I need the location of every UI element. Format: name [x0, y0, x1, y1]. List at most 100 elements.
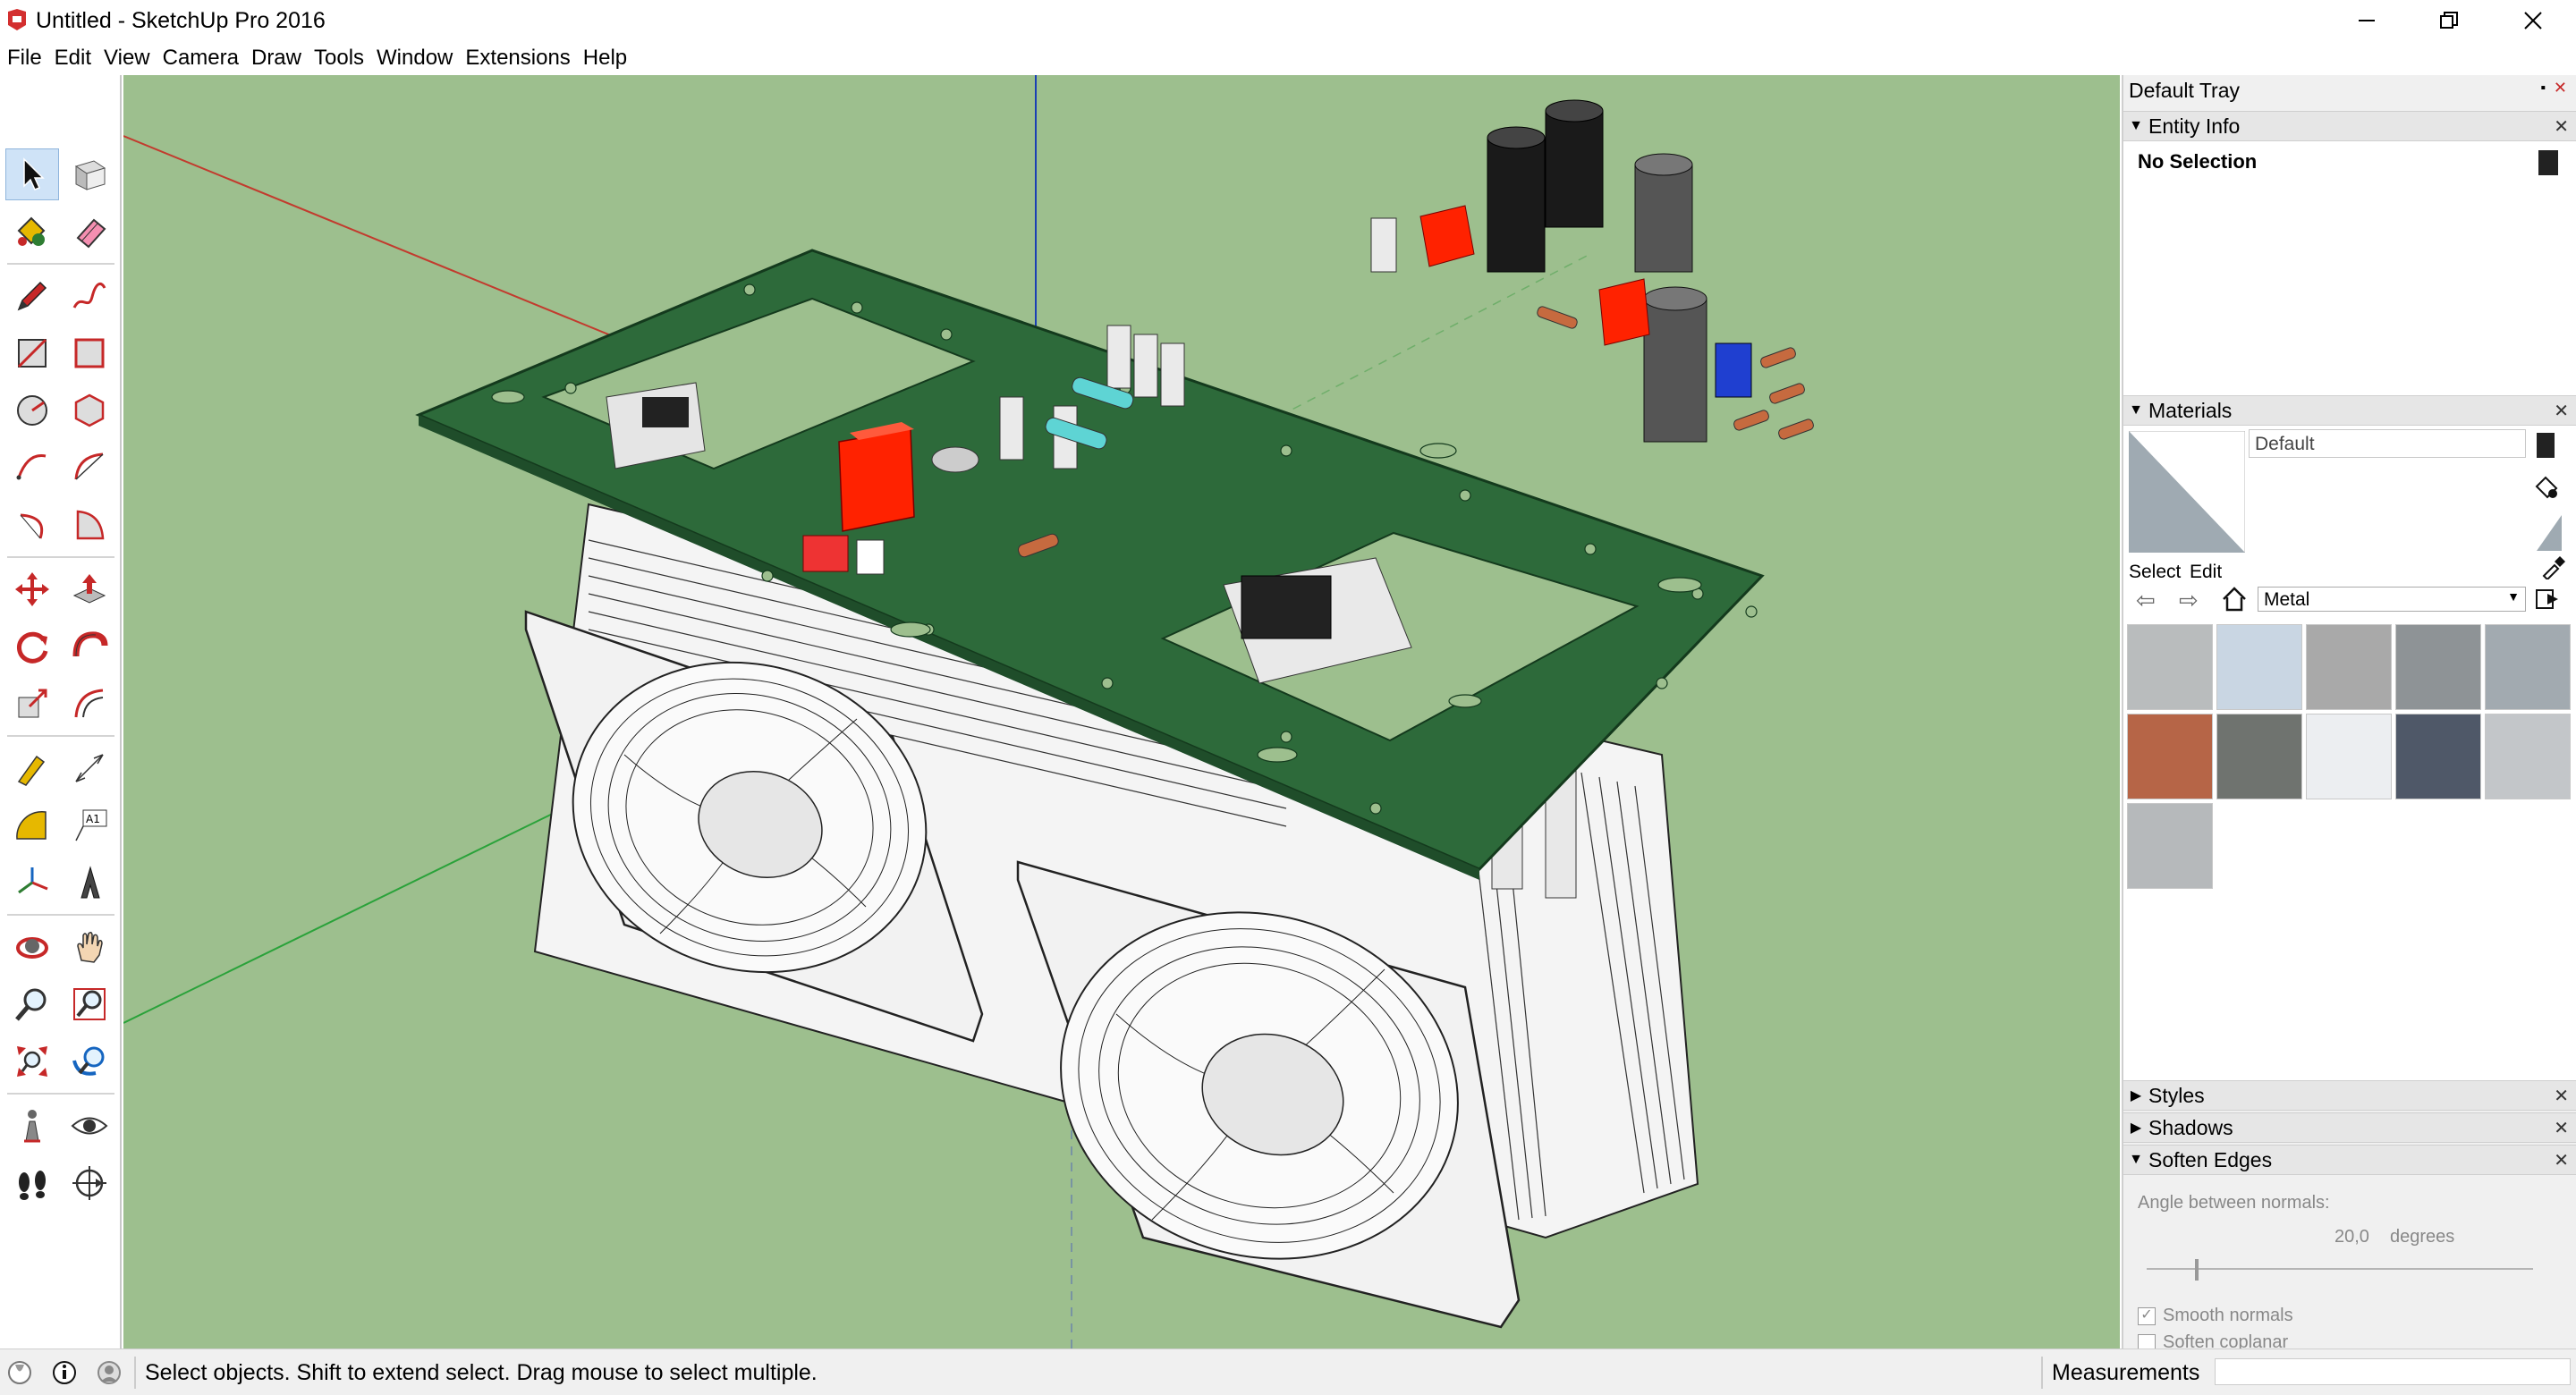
angle-slider-track[interactable]: [2147, 1268, 2533, 1270]
menu-extensions[interactable]: Extensions: [465, 46, 571, 70]
three-point-arc-tool[interactable]: [5, 499, 59, 551]
follow-me-tool[interactable]: [63, 621, 116, 672]
eraser-tool[interactable]: [63, 206, 116, 258]
rotated-rectangle-tool[interactable]: [63, 327, 116, 379]
close-panel-icon[interactable]: ✕: [2554, 1119, 2569, 1138]
offset-tool[interactable]: [63, 678, 116, 730]
materials-header[interactable]: ▼ Materials ✕: [2123, 395, 2576, 426]
menu-help[interactable]: Help: [582, 46, 628, 70]
material-swatch[interactable]: [2306, 714, 2392, 799]
close-panel-icon[interactable]: ✕: [2554, 1086, 2569, 1106]
freehand-tool[interactable]: [63, 270, 116, 322]
library-dropdown[interactable]: Metal ▼: [2258, 587, 2526, 612]
polygon-tool[interactable]: [63, 385, 116, 436]
pin-icon[interactable]: ▪: [2540, 80, 2546, 96]
two-point-arc-tool[interactable]: [63, 442, 116, 494]
arc-tool[interactable]: [5, 442, 59, 494]
menu-view[interactable]: View: [104, 46, 150, 70]
position-camera-tool[interactable]: [5, 1100, 59, 1152]
tab-edit[interactable]: Edit: [2190, 562, 2223, 579]
user-icon[interactable]: [97, 1360, 122, 1390]
entity-info-header[interactable]: ▼ Entity Info ✕: [2123, 111, 2576, 141]
tray-close-icon[interactable]: ✕: [2553, 79, 2567, 97]
red-axis: [123, 135, 697, 371]
rectangle-tool[interactable]: [5, 327, 59, 379]
material-name-field[interactable]: Default: [2249, 429, 2526, 458]
paint-bucket-tool[interactable]: [5, 206, 59, 258]
back-arrow-icon[interactable]: ⇦: [2136, 587, 2156, 613]
forward-arrow-icon[interactable]: ⇨: [2179, 587, 2199, 613]
rotate-tool[interactable]: [5, 621, 59, 672]
fan-left: [524, 610, 984, 1043]
close-panel-icon[interactable]: ✕: [2554, 1151, 2569, 1171]
material-swatch[interactable]: [2127, 803, 2213, 889]
close-button[interactable]: [2492, 0, 2574, 41]
menu-file[interactable]: File: [7, 46, 42, 70]
default-tray: Default Tray ▪ ✕ ▼ Entity Info ✕ No Sele…: [2122, 75, 2576, 1352]
move-tool[interactable]: [5, 563, 59, 615]
angle-slider-thumb[interactable]: [2195, 1259, 2199, 1281]
home-icon[interactable]: [2220, 585, 2249, 618]
material-swatch[interactable]: [2216, 624, 2302, 710]
model-scene: [123, 75, 1814, 1348]
look-around-tool[interactable]: [63, 1100, 116, 1152]
smooth-normals-checkbox[interactable]: ✓: [2138, 1307, 2156, 1325]
soften-edges-body: Angle between normals: 20,0 degrees ✓ Sm…: [2123, 1175, 2576, 1352]
tape-measure-tool[interactable]: [5, 742, 59, 794]
details-icon[interactable]: [2538, 150, 2558, 175]
menu-tools[interactable]: Tools: [314, 46, 365, 70]
angle-unit: degrees: [2390, 1227, 2455, 1247]
push-pull-tool[interactable]: [63, 563, 116, 615]
menu-window[interactable]: Window: [377, 46, 453, 70]
styles-header[interactable]: ▶ Styles ✕: [2123, 1080, 2576, 1111]
previous-view-tool[interactable]: [63, 1036, 116, 1087]
previous-view-icon: [72, 1046, 105, 1076]
axes-tool[interactable]: [5, 857, 59, 909]
info-icon[interactable]: [52, 1360, 77, 1390]
text-tool[interactable]: A1: [63, 799, 116, 851]
shadows-header[interactable]: ▶ Shadows ✕: [2123, 1112, 2576, 1143]
measurements-input[interactable]: [2215, 1358, 2571, 1385]
material-swatch[interactable]: [2216, 714, 2302, 799]
zoom-tool[interactable]: [5, 978, 59, 1030]
orbit-tool[interactable]: [5, 921, 59, 973]
material-swatch[interactable]: [2395, 714, 2481, 799]
soften-edges-header[interactable]: ▼ Soften Edges ✕: [2123, 1145, 2576, 1175]
circle-tool[interactable]: [5, 385, 59, 436]
material-swatch[interactable]: [2127, 624, 2213, 710]
zoom-extents-tool[interactable]: [5, 1036, 59, 1087]
pie-tool[interactable]: [63, 499, 116, 551]
pan-tool[interactable]: [63, 921, 116, 973]
menu-draw[interactable]: Draw: [250, 46, 301, 70]
menu-edit[interactable]: Edit: [54, 46, 92, 70]
eyedropper-icon[interactable]: [2540, 554, 2565, 584]
sample-paint-icon[interactable]: [2533, 474, 2560, 501]
protractor-tool[interactable]: [5, 799, 59, 851]
menu-camera[interactable]: Camera: [162, 46, 239, 70]
geolocation-icon[interactable]: [7, 1360, 32, 1390]
create-material-icon[interactable]: [2537, 433, 2555, 458]
dimension-tool[interactable]: [63, 742, 116, 794]
material-swatch[interactable]: [2485, 624, 2571, 710]
title-bar: Untitled - SketchUp Pro 2016: [0, 0, 2576, 41]
close-panel-icon[interactable]: ✕: [2554, 117, 2569, 137]
minimize-button[interactable]: [2326, 0, 2408, 41]
material-swatch[interactable]: [2395, 624, 2481, 710]
material-swatch[interactable]: [2485, 714, 2571, 799]
walk-tool[interactable]: [5, 1157, 59, 1209]
tab-select[interactable]: Select: [2129, 562, 2182, 582]
close-panel-icon[interactable]: ✕: [2554, 402, 2569, 421]
3d-text-tool[interactable]: [63, 857, 116, 909]
make-component-tool[interactable]: [63, 148, 116, 200]
select-tool[interactable]: [5, 148, 59, 200]
section-plane-tool[interactable]: [63, 1157, 116, 1209]
scale-tool[interactable]: [5, 678, 59, 730]
modeling-viewport[interactable]: [123, 75, 2120, 1348]
three-point-arc-icon: [20, 513, 44, 539]
line-tool[interactable]: [5, 270, 59, 322]
material-swatch[interactable]: [2127, 714, 2213, 799]
zoom-window-tool[interactable]: [63, 978, 116, 1030]
details-arrow-icon[interactable]: [2535, 587, 2560, 616]
material-swatch[interactable]: [2306, 624, 2392, 710]
restore-button[interactable]: [2408, 0, 2490, 41]
